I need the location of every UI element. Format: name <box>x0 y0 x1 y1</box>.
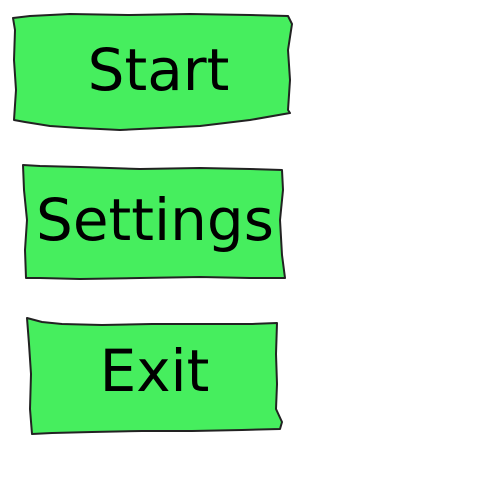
exit-button[interactable]: Exit <box>22 314 287 439</box>
start-button[interactable]: Start <box>10 10 295 135</box>
button-background <box>12 13 293 131</box>
settings-button-label: Settings <box>36 185 274 254</box>
start-button-label: Start <box>87 35 230 104</box>
button-background <box>26 317 283 435</box>
exit-button-label: Exit <box>99 336 210 405</box>
settings-button[interactable]: Settings <box>20 160 290 285</box>
button-background <box>22 164 286 280</box>
